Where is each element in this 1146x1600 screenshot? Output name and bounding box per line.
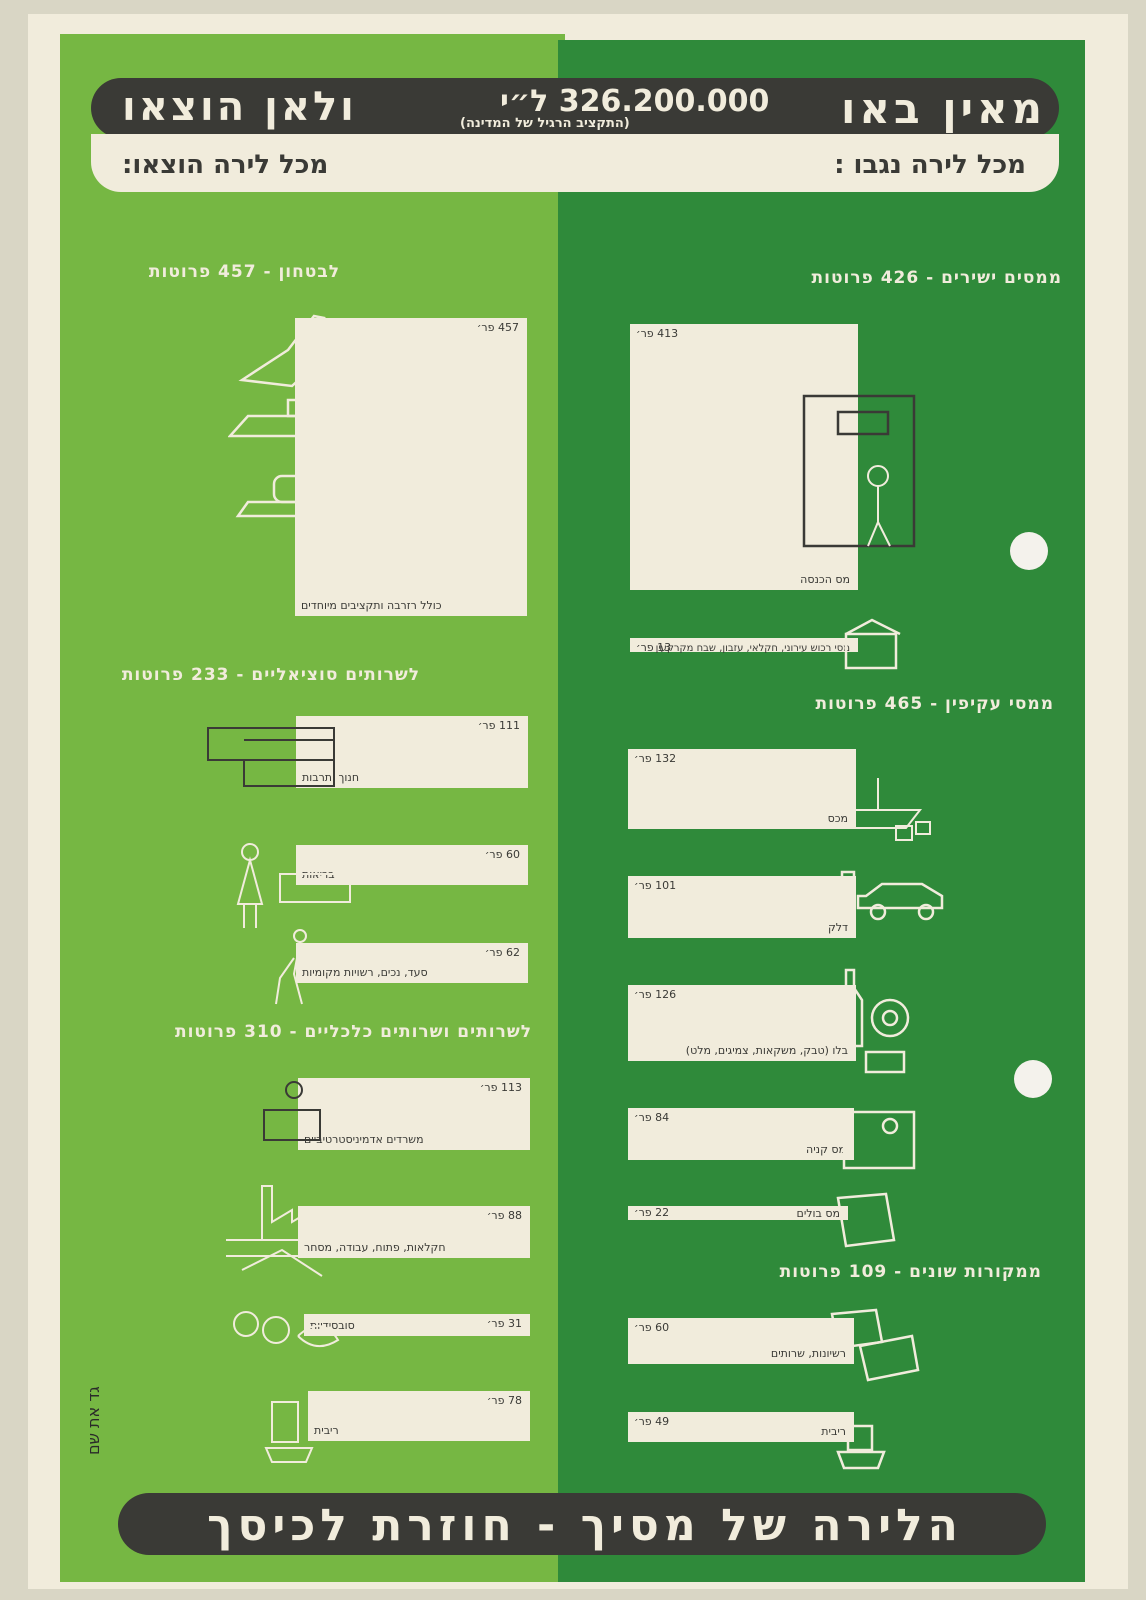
bar-purchase-tax: 84 פר׳ מס קניה [628,1108,854,1160]
bar-caption: חנוך ותרבות [302,771,360,784]
nurse-icon [236,843,351,928]
section-title-security: לבטחון - 457 פרוטות [148,262,340,282]
bar-caption: ריבית [821,1425,846,1438]
bar-interest-expense: 78 פר׳ ריבית [308,1391,530,1441]
ship-icon [812,778,931,841]
bar-value: 413 פר׳ [636,327,679,340]
section-title-social: לשרותים סוציאליים - 233 פרוטות [121,665,420,685]
bar-caption: ריבית [314,1424,339,1437]
fruits-icon [233,1311,340,1347]
section-title-other: ממקורות שונים - 109 פרוטות [779,1262,1042,1282]
bar-caption: משרדים אדמיניסטרטיביים [304,1133,424,1146]
bar-fuel: 101 פר׳ דלק [628,876,856,938]
bar-excise: 126 פר׳ בלו (טבק, משקאות, צמיגים, מלט) [628,985,856,1061]
bar-value: 60 פר׳ [634,1321,670,1334]
budget-note: (התקציב הרגיל של המדינה) [460,116,630,131]
bar-value: 31 פר׳ [486,1317,522,1330]
bar-caption: מס הכנסה [800,573,850,586]
bar-subsidies: 31 פר׳ סובסידיות [304,1314,530,1336]
income-title: מאין באו [841,84,1046,133]
coins-icon [836,1424,886,1470]
bar-property-tax: 13 פר׳ מסי רכוש עירוני, חקלאי, עזבון, שב… [630,638,858,654]
papers-icon [830,1308,920,1382]
bar-caption: סעד, נכים, רשויות מקומיות [302,966,428,979]
bar-value: 22 פר׳ [634,1206,670,1219]
office-clerk-icon [263,1081,321,1141]
bar-caption: מכס [827,812,848,825]
factory-icon [226,1185,332,1277]
bar-value: 78 פר׳ [486,1394,522,1407]
bar-value: 113 פר׳ [479,1081,522,1094]
bar-value: 101 פר׳ [634,879,677,892]
bar-caption: מסי רכוש עירוני, חקלאי, עזבון, שבח מקרקע… [655,643,850,654]
bar-value: 88 פר׳ [486,1209,522,1222]
artist-signature: גד את שם [84,1386,103,1455]
bar-value: 111 פר׳ [477,719,520,732]
bar-caption: בלו (טבק, משקאות, צמיגים, מלט) [685,1044,848,1057]
bar-value: 13 פר׳ [636,641,672,654]
bar-caption: כולל רזרבה ותקציבים מיוחדים [301,599,442,612]
bar-administration: 113 פר׳ משרדים אדמיניסטרטיביים [298,1078,530,1150]
document-icon [836,1192,896,1248]
bar-welfare: 62 פר׳ סעד, נכים, רשויות מקומיות [296,943,528,983]
coins-stack-icon [264,1401,314,1463]
bar-security: 457 פר׳ כולל רזרבה ותקציבים מיוחדים [295,318,527,616]
bar-caption: חקלאות, פתוח, עבודה, מסחר [304,1241,446,1254]
bar-health: 60 פר׳ בריאות [296,845,528,885]
binder-hole [1010,532,1048,570]
bar-caption: דלק [827,921,848,934]
bar-caption: מס קניה [806,1143,846,1156]
expense-title: ולאן הוצאו [122,84,357,130]
bar-value: 84 פר׳ [634,1111,670,1124]
bar-caption: רשיונות, שרותים [770,1347,846,1360]
bar-value: 457 פר׳ [476,321,519,334]
bar-value: 132 פר׳ [634,752,677,765]
section-title-direct: ממסים ישירים - 426 פרוטות [811,268,1062,288]
footer-slogan: הלירה של מסיך - חוזרת לכיסך [207,1500,963,1551]
bar-interest-income: 49 פר׳ ריבית [628,1412,854,1442]
bar-value: 60 פר׳ [484,848,520,861]
shop-counter-icon [842,1110,916,1170]
car-fuel-pump-icon [840,870,944,921]
school-building-icon [207,727,335,787]
subheader-bar [91,134,1059,192]
bar-licenses: 60 פר׳ רשיונות, שרותים [628,1318,854,1364]
section-title-indirect: ממסי עקיפין - 465 פרוטות [815,694,1054,714]
bar-agriculture: 88 פר׳ חקלאות, פתוח, עבודה, מסחר [298,1206,530,1258]
bar-value: 126 פר׳ [634,988,677,1001]
bar-stamp-duty: 22 פר׳ מס בולים [628,1206,848,1220]
house-icon [844,618,901,670]
binder-hole [1014,1060,1052,1098]
income-subtitle: מכל לירה נגבו : [834,150,1026,180]
footer-bar [118,1493,1046,1555]
cashier-booth-icon [802,394,916,548]
budget-total: 326.200.000 ל״י [500,84,770,119]
bar-value: 62 פר׳ [484,946,520,959]
bar-value: 49 פר׳ [634,1415,670,1428]
section-title-services: לשרותים ושרותים כלכליים - 310 פרוטות [174,1022,532,1042]
bar-caption: מס בולים [796,1207,840,1220]
bottle-tire-icon [836,968,910,1074]
header-bar [91,78,1059,138]
bar-caption: סובסידיות [310,1319,355,1332]
elderly-person-icon [275,929,307,1005]
military-icon [228,314,380,518]
expense-subtitle: מכל לירה הוצאו: [122,150,329,180]
